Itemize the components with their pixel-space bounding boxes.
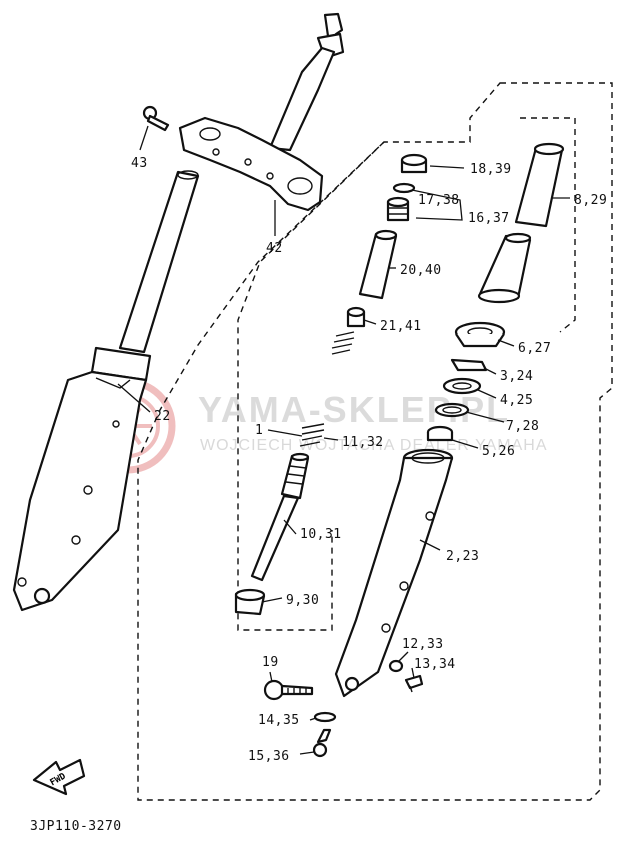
callout-10-31: 10,31	[300, 527, 342, 542]
callout-18-39: 18,39	[470, 162, 512, 177]
part-17-o-ring	[392, 182, 416, 194]
part-3-retaining-clip	[450, 358, 488, 372]
callout-43: 43	[131, 156, 148, 171]
part-13-drain-bolt	[404, 674, 424, 693]
part-upper-spring-coils	[331, 331, 355, 355]
part-4-oil-seal	[442, 377, 482, 395]
leader-lines	[261, 165, 570, 755]
callout-12-33: 12,33	[402, 637, 444, 652]
watermark-sub-text: WOJCIECH WOJTACHA DEALER YAMAHA	[200, 437, 547, 454]
callout-16-37: 16,37	[468, 211, 510, 226]
part-12-washer	[388, 659, 404, 673]
callout-14-35: 14,35	[258, 713, 300, 728]
callout-13-34: 13,34	[414, 657, 456, 672]
part-18-cap-bolt	[400, 153, 428, 174]
part-8-inner-tube	[514, 142, 565, 228]
part-2-outer-tube	[334, 448, 454, 698]
leader-16-17	[411, 189, 463, 221]
part-6-dust-seal	[454, 321, 506, 348]
part-7-washer	[434, 402, 470, 418]
part-11-fork-spring	[299, 423, 325, 447]
callout-42: 42	[266, 241, 283, 256]
fwd-arrow-icon: FWD	[32, 758, 86, 796]
callout-15-36: 15,36	[248, 749, 290, 764]
part-19-damper-bolt	[263, 679, 314, 701]
part-22-left-fork	[12, 170, 200, 612]
part-5-bushing	[426, 425, 454, 442]
callout-20-40: 20,40	[400, 263, 442, 278]
part-20-spacer-pipe	[358, 229, 398, 300]
callout-11-32: 11,32	[342, 435, 384, 450]
callout-labels: 43 42 18,39 17,38 16,37 8,29 20,40 21,41…	[131, 156, 607, 764]
callout-5-26: 5,26	[482, 444, 515, 459]
part-14-gasket	[313, 711, 337, 723]
part-10-damper-rod	[250, 452, 310, 582]
part-21-washer	[346, 306, 366, 328]
callout-6-27: 6,27	[518, 341, 551, 356]
callout-21-41: 21,41	[380, 319, 422, 334]
callout-9-30: 9,30	[286, 593, 319, 608]
part-9-oil-lock	[234, 588, 266, 616]
part-16-spacer	[386, 196, 410, 222]
part-15-bolt	[312, 728, 332, 758]
callout-1: 1	[255, 423, 263, 438]
callout-7-28: 7,28	[506, 419, 539, 434]
assembly-dashed-outline	[137, 82, 613, 801]
callout-3-24: 3,24	[500, 369, 533, 384]
callout-22: 22	[154, 409, 171, 424]
diagram-code: 3JP110-3270	[30, 819, 122, 834]
part-boot-lower	[477, 232, 532, 304]
part-43-bolt	[139, 105, 170, 151]
callout-8-29: 8,29	[574, 193, 607, 208]
callout-19: 19	[262, 655, 279, 670]
callout-4-25: 4,25	[500, 393, 533, 408]
callout-17-38: 17,38	[418, 193, 460, 208]
part-42-lower-bracket	[178, 12, 345, 236]
callout-2-23: 2,23	[446, 549, 479, 564]
